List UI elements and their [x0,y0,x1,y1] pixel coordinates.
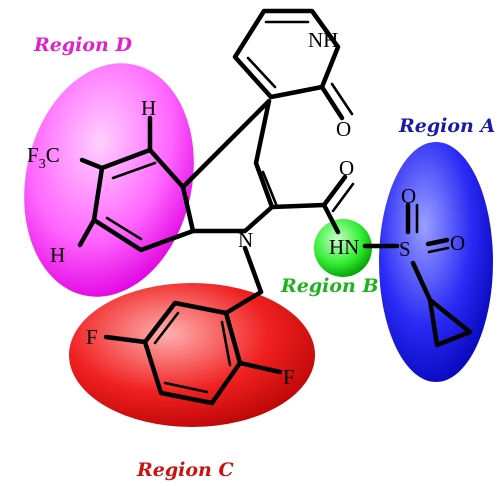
atom-o-sulfonyl-right: O [450,231,465,255]
atom-s: S [399,237,411,261]
cf3-f: F [27,143,39,167]
region-a-label: Region A [398,115,495,137]
region-d-ellipse [24,63,194,297]
region-c-ellipse [69,283,315,427]
region-b-circle [314,219,372,277]
atom-o-amide: O [339,156,354,180]
atom-f-left: F [86,325,98,349]
atom-n-indole: N [238,228,253,252]
cf3-subscript: 3 [39,157,46,172]
atom-hn-amide: HN [329,235,359,259]
atom-h-top: H [141,96,156,120]
cf3-c: C [46,143,60,167]
difluorophenyl-ring [103,300,283,406]
region-b-label: Region B [280,275,379,297]
region-d-label: Region D [33,34,132,56]
atom-nh-pyridone: NH [308,28,338,52]
atom-f-right: F [283,365,295,389]
region-c-label: Region C [136,459,234,481]
indole-core [91,98,278,253]
pyridone-ring [232,8,354,121]
substituent-bonds [77,115,473,348]
atom-cf3: F3C [27,143,60,172]
atom-h-bottom: H [50,243,65,267]
region-a-ellipse [379,142,493,382]
atom-o-pyridone: O [336,117,351,141]
atom-o-sulfonyl-top: O [401,184,416,208]
